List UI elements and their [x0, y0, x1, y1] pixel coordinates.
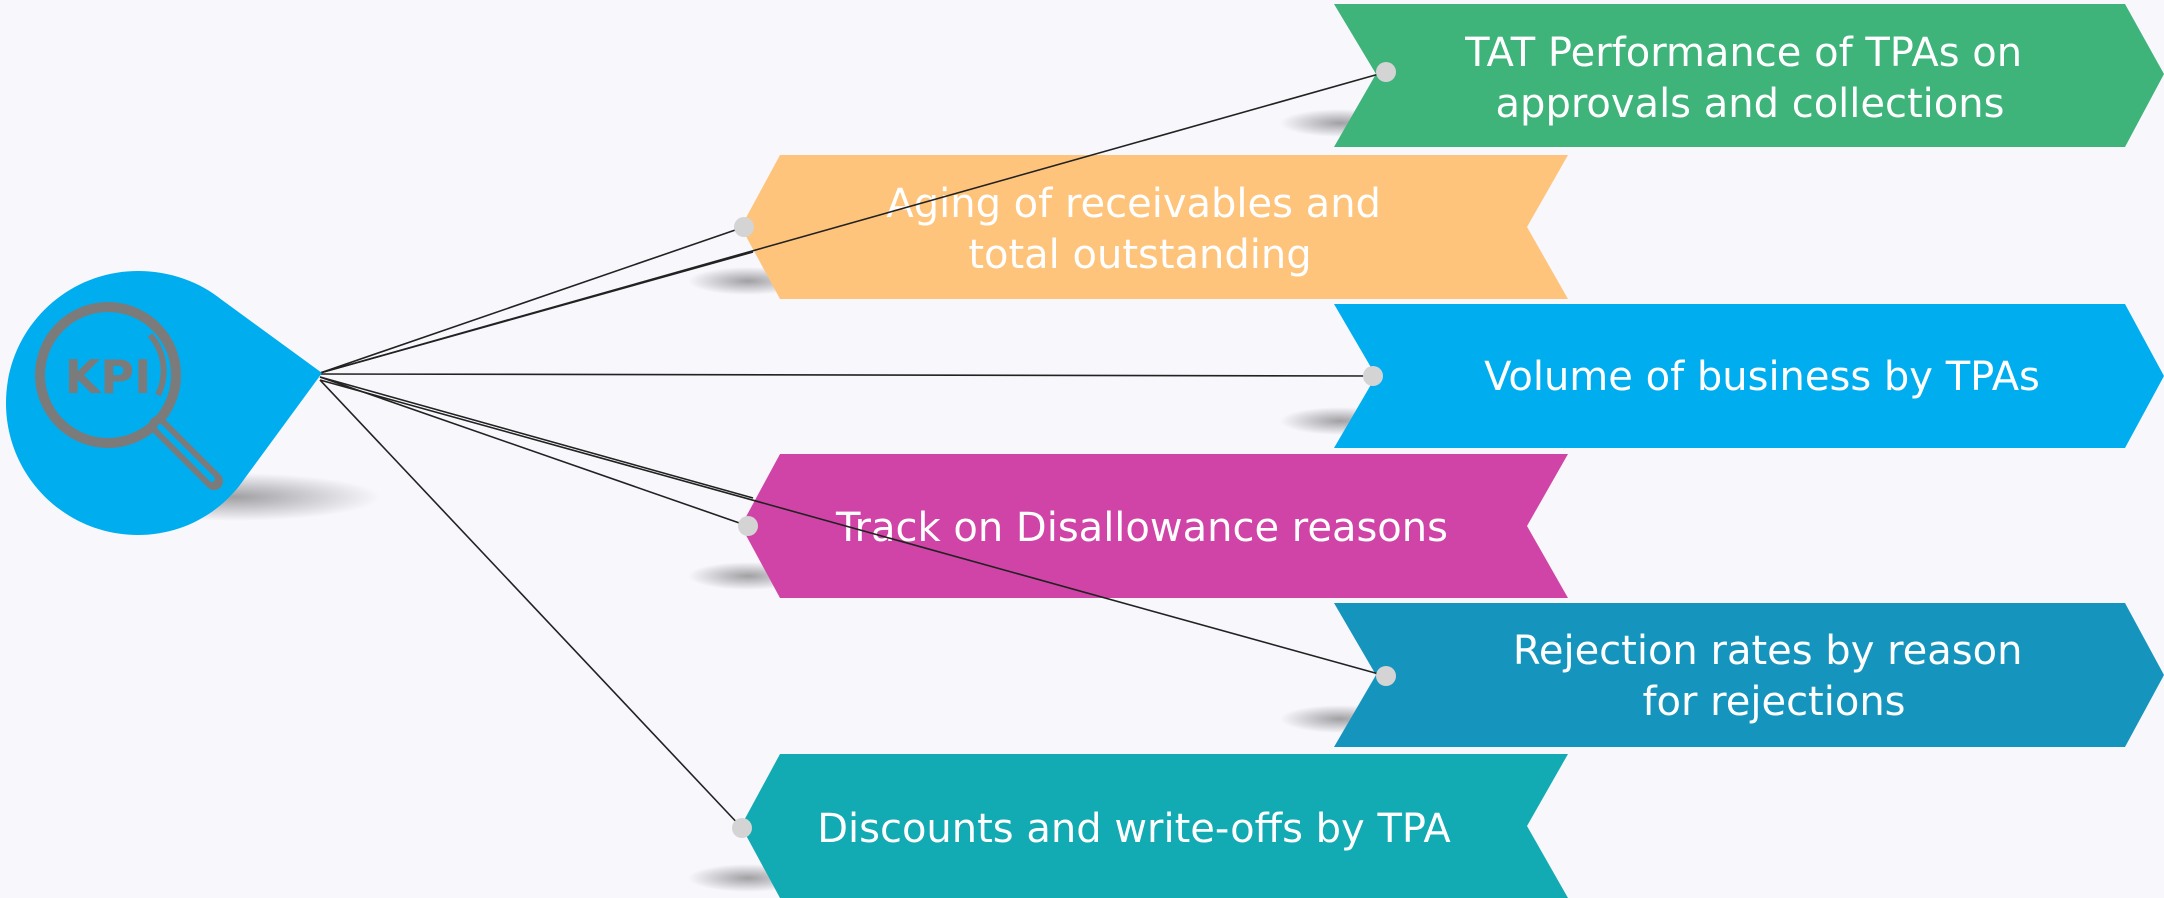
banner-label: Discounts and write-offs by TPA [817, 806, 1451, 852]
connector-line [319, 373, 1374, 377]
connector-dot [1376, 62, 1396, 82]
banner-line-1: TAT Performance of TPAs on [1464, 30, 2022, 76]
banner-line-1: Volume of business by TPAs [1484, 354, 2040, 400]
banner-disallowance-reasons: Track on Disallowance reasons [741, 454, 1568, 598]
banner-volume-of-business: Volume of business by TPAs [1334, 304, 2164, 448]
banner-shape [1334, 304, 2164, 448]
banner-shape [1334, 603, 2164, 747]
banner-label: Volume of business by TPAs [1484, 354, 2040, 400]
connector-dot [734, 217, 754, 237]
magnifier-ring-inner [147, 333, 167, 397]
banner-line-2: total outstanding [968, 232, 1311, 278]
connectors [319, 71, 1387, 829]
connector-line [319, 379, 743, 829]
kpi-hub: KPI [6, 271, 322, 535]
connector-line [319, 376, 749, 527]
banner-discounts-writeoffs: Discounts and write-offs by TPA [741, 754, 1568, 898]
connector-dot [1363, 366, 1383, 386]
banner-line-1: Aging of receivables and [886, 181, 1381, 227]
connector-dot [1376, 666, 1396, 686]
banner-label: Rejection rates by reason for rejections [1513, 628, 2035, 725]
banner-tat-performance: TAT Performance of TPAs on approvals and… [1334, 4, 2164, 147]
hub-teardrop [6, 271, 322, 535]
kpi-label: KPI [65, 350, 151, 404]
banner-aging-receivables: Aging of receivables and total outstandi… [741, 155, 1568, 299]
magnifier-icon [35, 302, 223, 490]
connector-dot [738, 516, 758, 536]
connector-line [319, 251, 754, 374]
banner-line-2: for rejections [1642, 679, 1905, 725]
banner-label: Track on Disallowance reasons [835, 505, 1448, 551]
banner-shape [741, 754, 1568, 898]
connector-dot [732, 818, 752, 838]
banner-shape [1334, 4, 2164, 147]
banner-rejection-rates: Rejection rates by reason for rejections [1334, 603, 2164, 747]
magnifier-handle-inner [157, 424, 215, 482]
connector-line [319, 379, 1387, 677]
connector-line [319, 226, 745, 374]
banner-line-1: Discounts and write-offs by TPA [817, 806, 1451, 852]
banner-label: Aging of receivables and total outstandi… [886, 181, 1393, 278]
banner-line-1: Track on Disallowance reasons [835, 505, 1448, 551]
banner-shape [741, 155, 1568, 299]
banner-label: TAT Performance of TPAs on approvals and… [1464, 30, 2035, 127]
banner-shape [741, 454, 1568, 598]
magnifier-ring-outer [35, 302, 181, 448]
banner-line-1: Rejection rates by reason [1513, 628, 2023, 674]
connector-dots [732, 62, 1396, 838]
connector-line [319, 376, 754, 499]
banner-line-2: approvals and collections [1496, 81, 2005, 127]
